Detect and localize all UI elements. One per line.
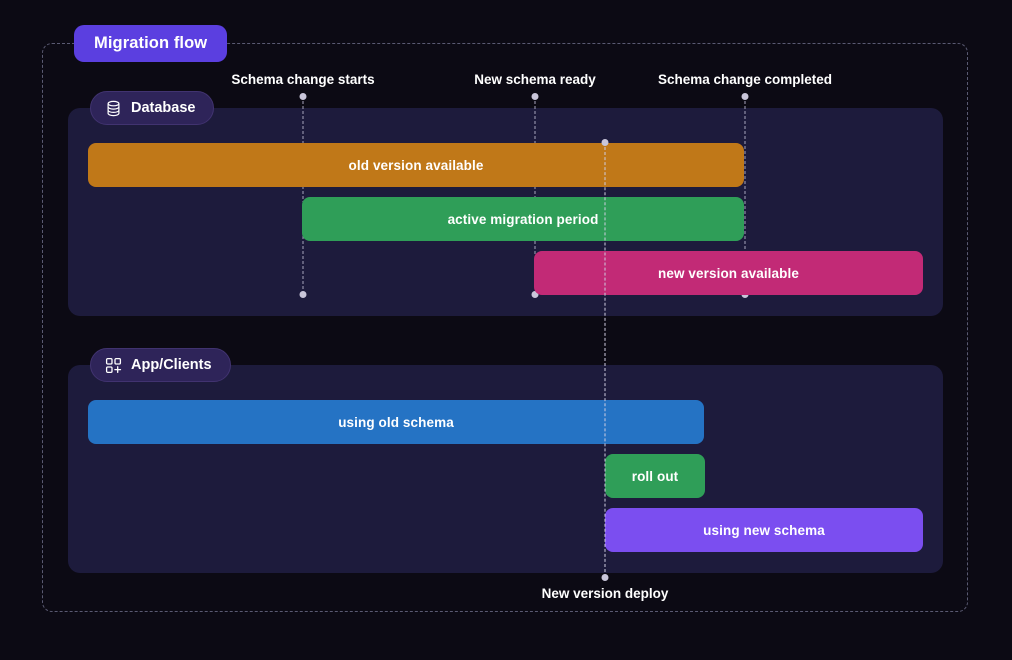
bar-label: roll out — [631, 468, 679, 484]
bar-label: active migration period — [447, 211, 599, 227]
bar-active-migration-period: active migration period — [302, 197, 744, 241]
milestone-label: New schema ready — [474, 72, 596, 87]
lane-label-database-text: Database — [131, 100, 196, 116]
bar-label: using old schema — [338, 414, 454, 430]
migration-flow-label: Migration flow — [94, 34, 208, 52]
bar-using-new-schema: using new schema — [605, 508, 923, 552]
migration-flow-badge: Migration flow — [74, 25, 228, 62]
bar-label: new version available — [658, 265, 799, 281]
milestone-label: Schema change completed — [657, 72, 833, 87]
database-icon — [105, 100, 122, 117]
bar-using-old-schema: using old schema — [88, 400, 704, 444]
bar-new-version-available: new version available — [534, 251, 923, 295]
guide-dot-top — [299, 92, 307, 100]
lane-label-app-clients-text: App/Clients — [131, 357, 212, 373]
guide-dot-bottom — [601, 573, 609, 581]
lane-label-app-clients: App/Clients — [90, 348, 231, 382]
bar-roll-out: roll out — [605, 454, 705, 498]
lane-label-database: Database — [90, 91, 215, 125]
bar-old-version-available: old version available — [88, 143, 744, 187]
guide-dot-top — [741, 92, 749, 100]
guide-dot-top — [531, 92, 539, 100]
bar-label: using new schema — [703, 522, 825, 538]
milestone-label: Schema change starts — [231, 72, 375, 87]
milestone-label: New version deploy — [541, 586, 669, 601]
app-grid-plus-icon — [105, 357, 122, 374]
bar-label: old version available — [348, 157, 484, 173]
